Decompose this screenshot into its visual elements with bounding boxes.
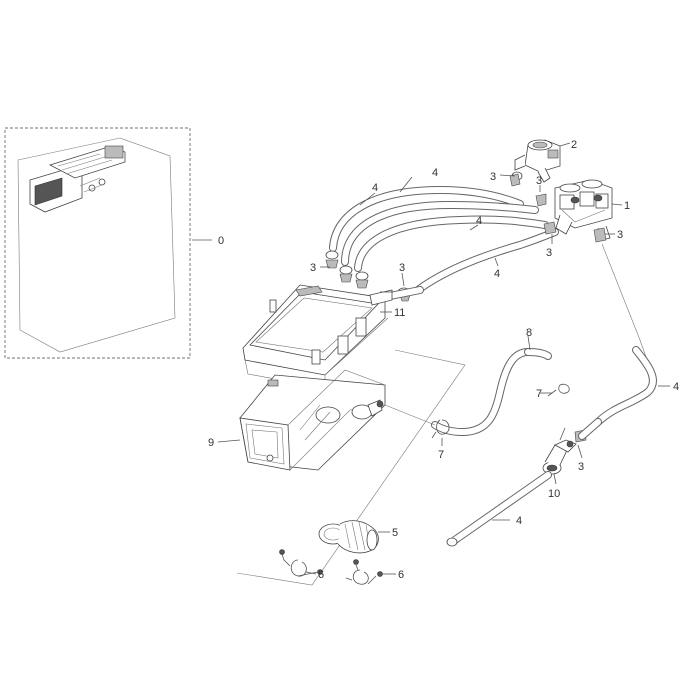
part-labels: 0 2 1 3 3 3 3 3 3 3 4 4 4 4 4 4 5 6 6 7 … [208, 139, 679, 581]
label-7-left: 7 [438, 449, 444, 461]
label-9: 9 [208, 437, 214, 449]
label-4-bottom: 4 [516, 515, 522, 527]
drain-side-hoses [578, 243, 657, 440]
label-3-lower: 3 [578, 461, 584, 473]
dispenser-housing-11 [242, 284, 393, 389]
label-2: 2 [571, 139, 577, 151]
label-3-valve-bottom: 3 [546, 247, 552, 259]
bellows-plane [236, 349, 466, 586]
overview-cabinet-outline [17, 137, 176, 353]
inlet-hoses [329, 185, 559, 294]
overview-dashed-frame [4, 127, 191, 359]
label-4-right: 4 [673, 381, 679, 393]
hose-clamps-top [325, 250, 424, 302]
overview-dispenser-assembly [29, 145, 126, 213]
leader-lines [192, 142, 670, 575]
bellows-5 [318, 520, 379, 554]
label-1: 1 [624, 200, 630, 212]
label-5: 5 [392, 527, 398, 539]
label-8: 8 [526, 327, 532, 339]
label-4-left: 4 [372, 182, 378, 194]
label-3-valve-left: 3 [490, 171, 496, 183]
label-11: 11 [394, 307, 405, 319]
label-4-lower: 4 [494, 268, 500, 280]
hose-lower-diagonal [446, 471, 552, 547]
connector-10 [542, 427, 577, 475]
label-3-valve-right: 3 [617, 229, 623, 241]
water-valve-2 [511, 139, 561, 183]
label-6-right: 6 [398, 569, 404, 581]
clamp-7-pieces [431, 383, 570, 439]
label-3-valve-mid: 3 [536, 175, 542, 187]
label-4-top: 4 [432, 167, 438, 179]
label-0: 0 [218, 235, 224, 247]
drawer-housing-9 [239, 369, 386, 471]
label-3-top-clamps: 3 [310, 262, 316, 274]
hose-upper-b [341, 200, 539, 266]
label-6-left: 6 [318, 569, 324, 581]
spring-clamps-6 [279, 549, 383, 585]
hose-8 [384, 348, 552, 437]
assembly-overview-box [4, 127, 191, 359]
label-4-middle: 4 [476, 215, 482, 227]
label-3-top-right: 3 [399, 262, 405, 274]
label-7-right: 7 [536, 388, 542, 400]
label-10: 10 [548, 488, 560, 500]
